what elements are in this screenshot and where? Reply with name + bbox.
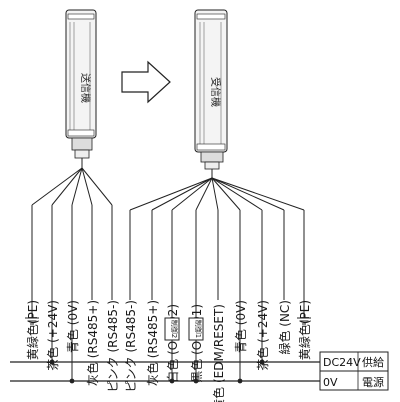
- receiver-connector: [200, 151, 224, 170]
- wire-label: 茶色 (+24V): [255, 300, 270, 371]
- control-box-label: 制御2: [170, 320, 179, 338]
- power-supply: DC24V 0V 供給 電源: [319, 351, 389, 391]
- transmitter-wire: [31, 167, 83, 206]
- receiver-wire: [211, 177, 305, 211]
- wire-label: ピンク (RS485-): [106, 300, 120, 392]
- wires: 黄緑色(PE) 茶色 (+24V) 青色 (0V) 灰色 (RS485+) ピンク (R…: [25, 158, 312, 402]
- receiver-unit: 受信機: [194, 9, 228, 153]
- receiver-label: 受信機: [209, 77, 222, 107]
- junction-dot: [49, 359, 55, 365]
- transmitter-wire: [71, 167, 83, 206]
- wire-label: 茶色 (+24V): [45, 300, 60, 371]
- transmitter-unit: 送信機: [65, 9, 97, 139]
- wire-label: 黄色 (EDM/RESET): [212, 304, 226, 402]
- control-box-label: 制御1: [194, 320, 203, 338]
- arrow-right-icon: [121, 60, 171, 104]
- transmitter-label: 送信機: [79, 73, 92, 103]
- wire-label: 青色 (0V): [66, 300, 80, 353]
- transmitter-connector: [71, 137, 93, 159]
- receiver-wire: [211, 177, 241, 211]
- receiver-wire: [171, 177, 213, 211]
- receiver-wire: [211, 177, 263, 211]
- junction-dot: [169, 378, 175, 384]
- transmitter-wire: [81, 167, 93, 206]
- power-zero-label: 0V: [323, 376, 338, 389]
- wire-label: 緑色 (NC): [277, 300, 292, 355]
- receiver-wire: [195, 177, 213, 211]
- wire-label: 灰色 (RS485+): [146, 300, 160, 386]
- wire-label: ピンク (RS485-): [124, 300, 138, 392]
- ground-icon: [297, 317, 311, 325]
- receiver-wire: [211, 177, 219, 211]
- power-supply-label: 供給: [362, 355, 384, 369]
- receiver-wire: [129, 177, 213, 211]
- transmitter-wire: [51, 167, 83, 206]
- junction-dot: [237, 378, 243, 384]
- wire-label: 黄緑色(PE): [25, 300, 40, 360]
- junction-dot: [69, 378, 75, 384]
- power-voltage-label: DC24V: [323, 356, 361, 369]
- power-source-label: 電源: [362, 375, 384, 389]
- receiver-wire: [211, 177, 285, 211]
- wire-label: 灰色 (RS485+): [86, 300, 100, 386]
- wire-label: 青色 (0V): [234, 300, 248, 353]
- ground-icon: [25, 317, 39, 325]
- junction-dot: [259, 359, 265, 365]
- junction-dot: [193, 378, 199, 384]
- transmitter-wire: [81, 167, 113, 206]
- wire-label: 黒色 (OSSD1): [190, 304, 204, 383]
- receiver-wire: [151, 177, 213, 211]
- wire-label: 黄緑色(PE): [297, 300, 312, 360]
